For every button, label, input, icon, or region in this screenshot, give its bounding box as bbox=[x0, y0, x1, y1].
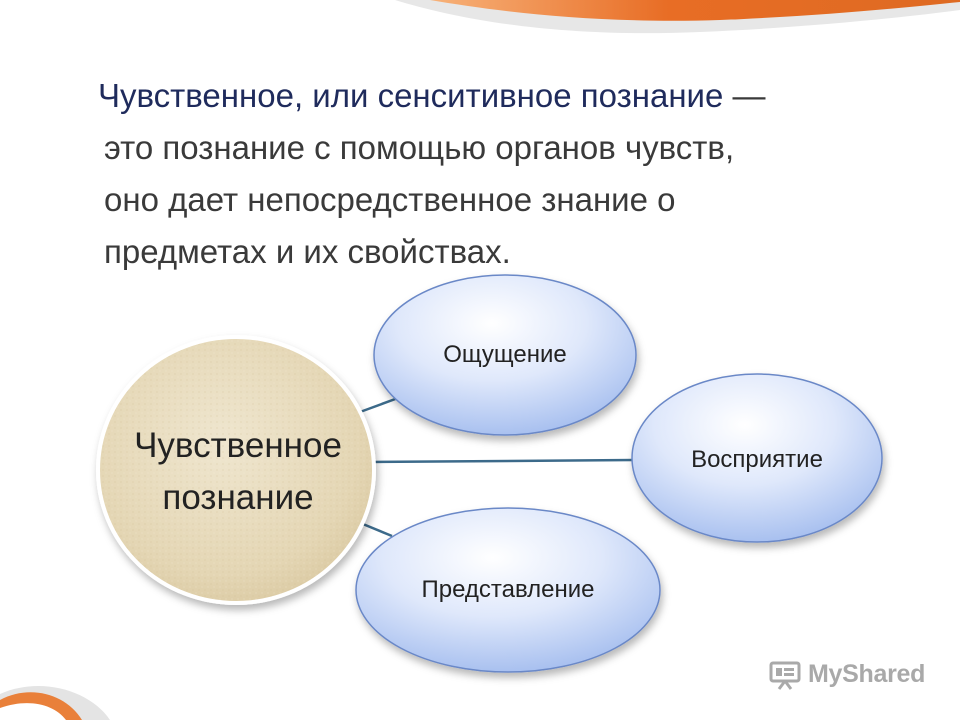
center-node-label: Чувственное познание bbox=[100, 420, 376, 524]
myshared-logo-text: MyShared bbox=[808, 659, 926, 688]
definition-line-2: это познание с помощью органов чувств, bbox=[104, 129, 735, 166]
connector-ощущение bbox=[359, 396, 399, 414]
center-node-label-line-1: Чувственное bbox=[134, 426, 342, 465]
definition-text: Чувственное, или сенситивное познание — … bbox=[98, 70, 898, 278]
definition-line-3: оно дает непосредственное знание о bbox=[104, 181, 676, 218]
definition-line-4: предметах и их свойствах. bbox=[104, 233, 511, 270]
presentation-board-icon bbox=[769, 661, 801, 690]
node-восприятие-shape bbox=[631, 373, 883, 543]
node-ощущение-shape bbox=[373, 274, 637, 436]
node-восприятие-label: Восприятие bbox=[691, 446, 823, 473]
top-swoosh bbox=[430, 0, 960, 21]
connector-восприятие bbox=[371, 458, 635, 464]
myshared-logo: MyShared bbox=[768, 656, 925, 692]
node-ощущение-label: Ощущение bbox=[443, 341, 567, 368]
node-представление-shape bbox=[355, 507, 661, 673]
node-представление-label: Представление bbox=[421, 576, 595, 603]
definition-line-1: Чувственное, или сенситивное познание — bbox=[98, 70, 898, 122]
center-node-label-line-2: познание bbox=[162, 478, 314, 517]
definition-dash: — bbox=[723, 77, 766, 114]
bottom-swirl bbox=[0, 692, 82, 720]
definition-term: Чувственное, или сенситивное познание bbox=[98, 77, 724, 114]
center-circle-texture bbox=[100, 339, 372, 601]
